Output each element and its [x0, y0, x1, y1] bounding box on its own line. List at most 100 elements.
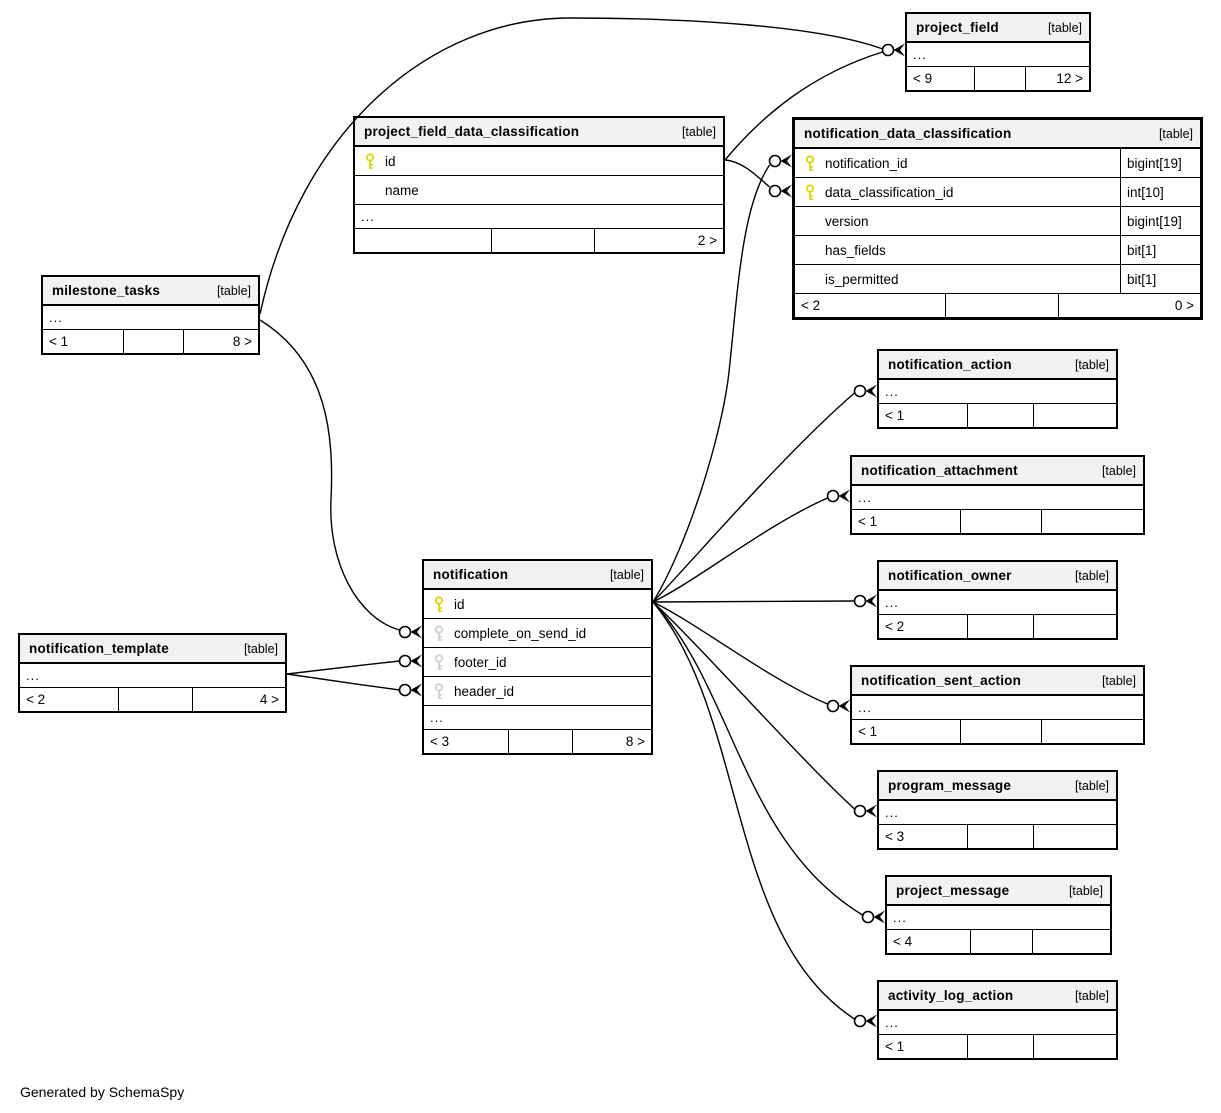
footer-spacer: [959, 510, 1041, 533]
column-name: id: [454, 596, 465, 612]
footer-children-count: < 2: [801, 298, 821, 313]
edge-notification-to-activity-log-action: [652, 601, 855, 1020]
ellipsis-row: ...: [355, 205, 723, 229]
table-project-field-data-classification[interactable]: project_field_data_classification [table…: [353, 116, 725, 254]
table-name[interactable]: notification_action: [888, 357, 1012, 372]
foreign-key-icon: [433, 624, 445, 642]
table-name[interactable]: project_message: [896, 883, 1010, 898]
table-name[interactable]: project_field_data_classification: [364, 124, 580, 139]
table-header: project_field [table]: [907, 14, 1089, 43]
footer-parents-count: [1033, 615, 1116, 638]
table-footer: < 1: [852, 719, 1143, 743]
footer-parents-count: 8 >: [182, 330, 258, 353]
table-header: program_message [table]: [879, 772, 1116, 801]
column-name: version: [825, 213, 869, 229]
column-row: id: [355, 147, 723, 176]
table-footer: < 2 4 >: [20, 687, 285, 711]
column-row: id: [424, 590, 651, 619]
column-row: data_classification_id int[10]: [795, 178, 1200, 207]
crowfoot-connector: [398, 653, 423, 669]
crowfoot-connector: [768, 183, 793, 199]
table-name[interactable]: program_message: [888, 778, 1012, 793]
footer-children-count: < 1: [858, 514, 878, 529]
table-notification-data-classification[interactable]: notification_data_classification [table]…: [792, 117, 1203, 320]
table-notification-template[interactable]: notification_template [table] ... < 2 4 …: [18, 633, 287, 713]
footer-spacer: [966, 615, 1033, 638]
edge-notification-to-notification-attachment: [652, 497, 828, 603]
column-row: is_permitted bit[1]: [795, 265, 1200, 294]
edge-milestone-tasks-to-notification-complete-on-send-id: [259, 319, 400, 631]
footer-spacer: [122, 330, 183, 353]
primary-key-icon: [433, 595, 445, 613]
table-milestone-tasks[interactable]: milestone_tasks [table] ... < 1 8 >: [41, 275, 260, 355]
table-footer: < 1: [879, 1034, 1116, 1058]
table-footer: < 1: [852, 509, 1143, 533]
column-row: header_id: [424, 677, 651, 706]
footer-parents-count: [1033, 825, 1116, 848]
table-project-field[interactable]: project_field [table] ... < 9 12 >: [905, 12, 1091, 92]
table-name[interactable]: notification_sent_action: [861, 673, 1022, 688]
table-name[interactable]: notification_template: [29, 641, 169, 656]
table-footer: 2 >: [355, 228, 723, 252]
table-tag: [table]: [1074, 778, 1109, 793]
footer-children-count: < 1: [858, 724, 878, 739]
table-notification-attachment[interactable]: notification_attachment [table] ... < 1: [850, 455, 1145, 535]
table-notification-owner[interactable]: notification_owner [table] ... < 2: [877, 560, 1118, 640]
footer-children-count: [355, 229, 491, 252]
footer-spacer: [969, 930, 1032, 953]
table-name[interactable]: milestone_tasks: [52, 283, 161, 298]
table-header: project_message [table]: [887, 877, 1110, 906]
footer-parents-count: [1041, 510, 1143, 533]
crowfoot-connector: [853, 803, 878, 819]
footer-parents-count: [1041, 720, 1143, 743]
table-name[interactable]: notification_owner: [888, 568, 1012, 583]
table-project-message[interactable]: project_message [table] ... < 4: [885, 875, 1112, 955]
table-activity-log-action[interactable]: activity_log_action [table] ... < 1: [877, 980, 1118, 1060]
table-name[interactable]: notification_attachment: [861, 463, 1018, 478]
edge-notification-to-project-message: [652, 601, 863, 916]
table-footer: < 3: [879, 824, 1116, 848]
footer-spacer: [959, 720, 1041, 743]
crowfoot-connector: [826, 698, 851, 714]
table-footer: < 4: [887, 929, 1110, 953]
footer-parents-count: 0 >: [1058, 294, 1200, 317]
table-footer: < 1 8 >: [43, 329, 258, 353]
table-name[interactable]: project_field: [916, 20, 999, 35]
edge-template-to-notification-footer-id: [286, 660, 400, 675]
table-name[interactable]: notification: [433, 567, 509, 582]
footer-children-count: < 3: [885, 829, 905, 844]
table-tag: [table]: [1047, 20, 1082, 35]
column-type: int[10]: [1120, 178, 1200, 206]
footer-spacer: [118, 688, 192, 711]
table-notification-sent-action[interactable]: notification_sent_action [table] ... < 1: [850, 665, 1145, 745]
footer-children-count: < 1: [49, 334, 69, 349]
ellipsis-row: ...: [907, 43, 1089, 67]
column-row: complete_on_send_id: [424, 619, 651, 648]
table-notification[interactable]: notification [table] id complete_on_send…: [422, 559, 653, 755]
table-name[interactable]: activity_log_action: [888, 988, 1014, 1003]
crowfoot-connector: [881, 42, 906, 58]
footer-children-count: < 9: [913, 71, 933, 86]
footer-children-count: < 4: [893, 934, 913, 949]
ellipsis-row: ...: [879, 380, 1116, 404]
column-type: bit[1]: [1120, 236, 1200, 264]
crowfoot-connector: [768, 153, 793, 169]
column-name: footer_id: [454, 654, 507, 670]
column-type: bigint[19]: [1120, 149, 1200, 177]
column-name: is_permitted: [825, 271, 899, 287]
primary-key-icon: [804, 154, 816, 172]
column-row: version bigint[19]: [795, 207, 1200, 236]
table-notification-action[interactable]: notification_action [table] ... < 1: [877, 349, 1118, 429]
footer-spacer: [966, 404, 1033, 427]
table-program-message[interactable]: program_message [table] ... < 3: [877, 770, 1118, 850]
table-name[interactable]: notification_data_classification: [804, 126, 1012, 141]
column-name: header_id: [454, 683, 515, 699]
table-tag: [table]: [609, 567, 644, 582]
table-tag: [table]: [1158, 126, 1193, 141]
table-tag: [table]: [1101, 673, 1136, 688]
ellipsis-row: ...: [20, 664, 285, 688]
footer-children-count: < 3: [430, 734, 450, 749]
ellipsis-row: ...: [879, 591, 1116, 615]
ellipsis-row: ...: [424, 706, 651, 730]
